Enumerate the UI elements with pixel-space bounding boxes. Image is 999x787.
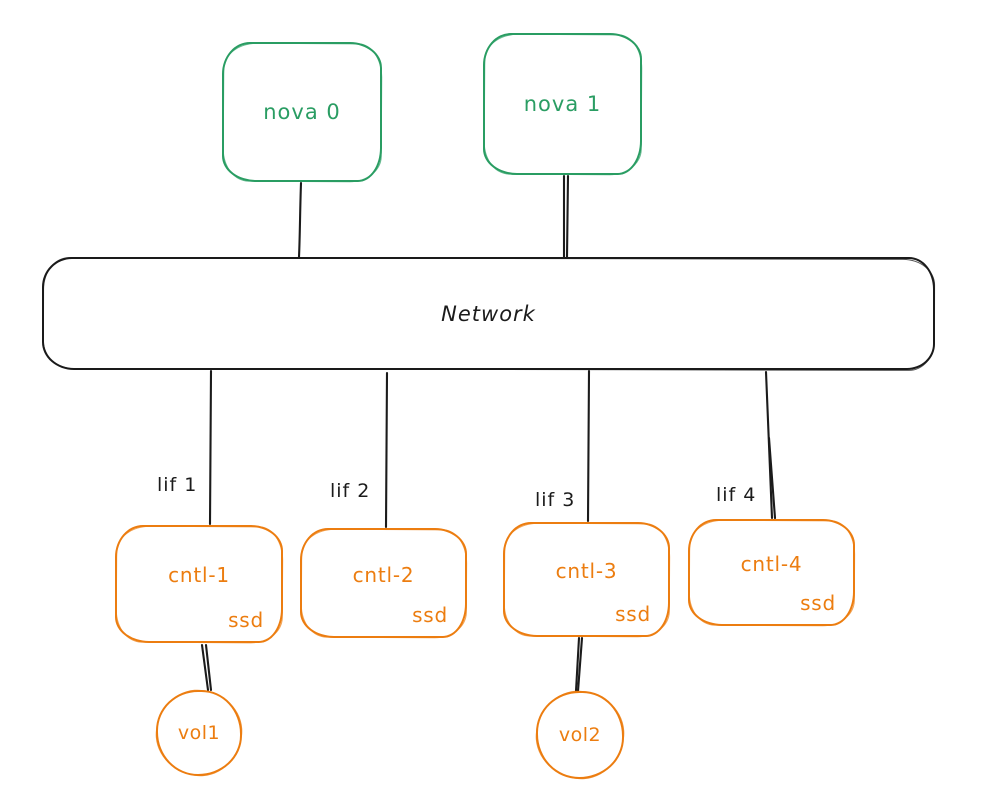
- connector-cntl1-vol1[interactable]: [204, 643, 213, 692]
- node-network-label: Network: [441, 301, 536, 326]
- node-vol1[interactable]: vol1: [156, 690, 242, 776]
- connector-cntl3-vol2-stroke2: [574, 636, 581, 693]
- label-lif-3[interactable]: lif 3: [535, 489, 576, 511]
- node-cntl-3[interactable]: cntl-3 ssd: [503, 522, 670, 637]
- connector-network-cntl3[interactable]: [586, 369, 591, 523]
- node-nova-0[interactable]: nova 0: [222, 42, 382, 182]
- node-nova-1[interactable]: nova 1: [483, 33, 642, 175]
- node-cntl-2-storage-label: ssd: [412, 603, 448, 627]
- connector-network-cntl1[interactable]: [208, 369, 213, 526]
- label-lif-2[interactable]: lif 2: [330, 480, 371, 502]
- node-cntl-3-storage-label: ssd: [615, 602, 651, 626]
- node-vol1-label: vol1: [177, 722, 221, 744]
- node-cntl-1-label: cntl-1: [168, 562, 230, 587]
- connector-cntl1-vol1-stroke2: [200, 643, 210, 692]
- node-cntl-4-storage-label: ssd: [800, 591, 836, 615]
- node-cntl-4-label: cntl-4: [740, 552, 803, 577]
- label-lif-4[interactable]: lif 4: [716, 484, 757, 506]
- node-vol2[interactable]: vol2: [536, 691, 624, 779]
- connector-network-cntl2[interactable]: [384, 371, 389, 529]
- node-nova-1-label: nova 1: [523, 92, 602, 116]
- node-cntl-2-label: cntl-2: [352, 562, 415, 587]
- node-cntl-2[interactable]: cntl-2 ssd: [300, 528, 467, 638]
- connector-nova0-network[interactable]: [297, 181, 303, 259]
- connector-cntl3-vol2[interactable]: [576, 636, 584, 693]
- node-nova-0-label: nova 0: [263, 100, 341, 124]
- node-cntl-3-label: cntl-3: [555, 558, 618, 583]
- connector-network-cntl4-stroke2: [767, 436, 777, 520]
- label-lif-1[interactable]: lif 1: [157, 474, 198, 496]
- connector-nova1-network-stroke2: [565, 174, 570, 259]
- node-cntl-1-storage-label: ssd: [228, 608, 264, 632]
- node-cntl-4[interactable]: cntl-4 ssd: [688, 519, 855, 626]
- node-cntl-1[interactable]: cntl-1 ssd: [115, 525, 283, 643]
- node-network[interactable]: Network: [42, 257, 935, 370]
- node-vol2-label: vol2: [558, 724, 602, 746]
